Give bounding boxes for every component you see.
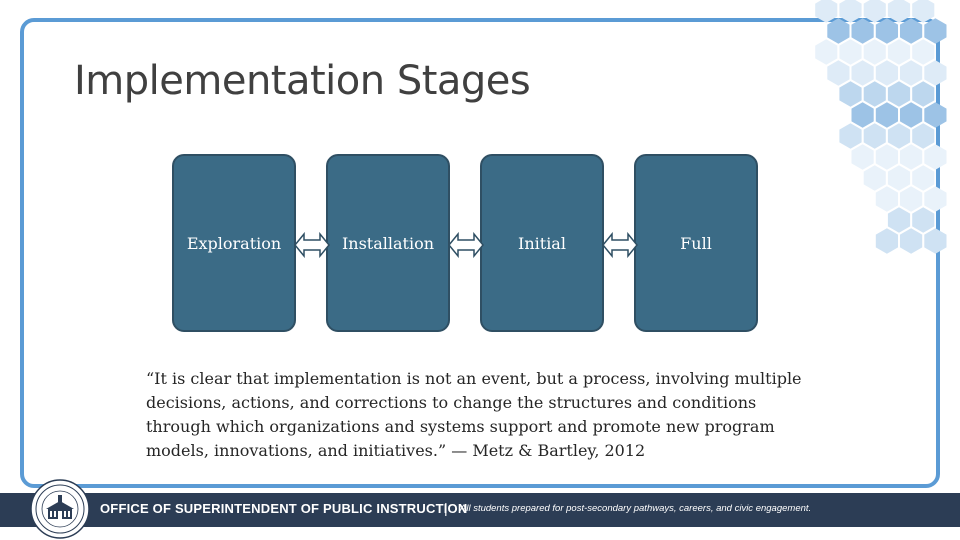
stage-box-initial: Initial (480, 154, 604, 332)
hexagon-tile (924, 60, 947, 86)
hexagon-tile (815, 0, 838, 23)
stage-box-full: Full (634, 154, 758, 332)
hexagon-tile (851, 18, 874, 44)
hexagon-tile (827, 18, 850, 44)
hexagon-tile (827, 60, 850, 86)
footer-bar (0, 493, 960, 527)
hexagon-tile (875, 144, 898, 170)
hexagon-tile (912, 81, 935, 107)
stage-label: Installation (341, 233, 435, 253)
ospi-seal-logo (30, 479, 90, 539)
hexagon-tile (912, 165, 935, 191)
stage-label: Initial (518, 233, 566, 253)
hexagon-tile (924, 18, 947, 44)
hexagon-tile (912, 0, 935, 23)
hexagon-tile (887, 81, 911, 107)
hexagon-pattern-decoration (815, 0, 947, 254)
hexagon-tile (863, 81, 886, 107)
hexagon-tile (900, 228, 923, 254)
hexagon-tile (875, 228, 898, 254)
hexagon-tile (900, 102, 923, 128)
hexagon-tile (875, 18, 898, 44)
hexagon-tile (887, 39, 911, 65)
hexagon-tile (912, 207, 935, 233)
hexagon-tile (924, 102, 947, 128)
hexagon-tile (839, 0, 862, 23)
hexagon-tile (887, 207, 911, 233)
hexagon-tile (839, 123, 862, 149)
footer-tagline: All students prepared for post-secondary… (460, 503, 812, 514)
hexagon-tile (839, 39, 862, 65)
hexagon-tile (887, 165, 911, 191)
hexagon-tile (900, 18, 923, 44)
stage-label: Exploration (186, 233, 282, 253)
hexagon-tile (863, 123, 886, 149)
hexagon-tile (900, 60, 923, 86)
footer-organization-name: OFFICE OF SUPERINTENDENT OF PUBLIC INSTR… (100, 501, 468, 516)
hexagon-tile (900, 144, 923, 170)
hexagon-tile (900, 186, 923, 212)
hexagon-tile (875, 60, 898, 86)
double-arrow-icon (448, 232, 484, 258)
hexagon-tile (863, 0, 886, 23)
stage-box-exploration: Exploration (172, 154, 296, 332)
double-arrow-icon (602, 232, 638, 258)
footer-separator: | (444, 500, 448, 516)
hexagon-tile (875, 186, 898, 212)
hexagon-tile (851, 60, 874, 86)
hexagon-tile (887, 123, 911, 149)
hexagon-tile (863, 39, 886, 65)
hexagon-tile (863, 165, 886, 191)
hexagon-tile (924, 186, 947, 212)
hexagon-tile (851, 144, 874, 170)
double-arrow-icon (294, 232, 330, 258)
quote-text: “It is clear that implementation is not … (146, 369, 802, 460)
hexagon-tile (924, 144, 947, 170)
hexagon-tile (839, 81, 862, 107)
hexagon-tile (851, 102, 874, 128)
stage-box-installation: Installation (326, 154, 450, 332)
hexagon-tile (924, 228, 947, 254)
hexagon-tile (815, 39, 838, 65)
slide-title: Implementation Stages (74, 58, 531, 104)
hexagon-tile (912, 39, 935, 65)
hexagon-tile (887, 0, 911, 23)
hexagon-tile (875, 102, 898, 128)
hexagon-tile (912, 123, 935, 149)
stage-label: Full (680, 233, 712, 253)
